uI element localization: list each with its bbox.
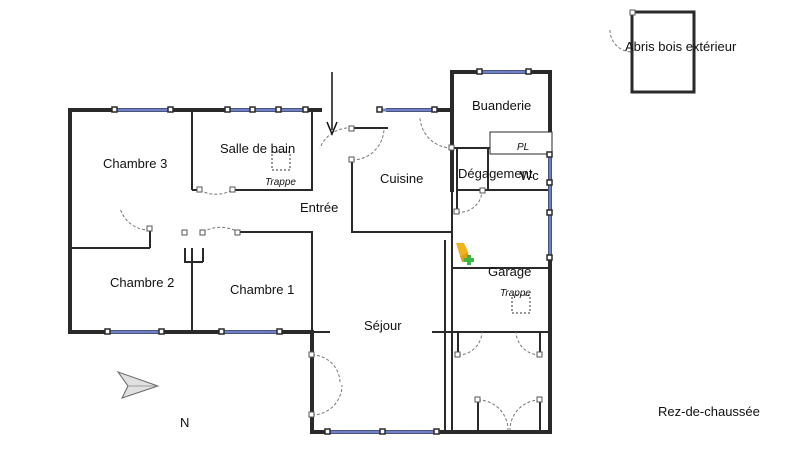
room-label-abris: Abris bois extérieur [625, 39, 737, 54]
exterior-walls [68, 70, 552, 434]
abris-hinge [629, 9, 636, 16]
abris-outline [630, 10, 696, 94]
level-label: Rez-de-chaussée [658, 404, 760, 419]
room-label-degagement: Dégagement [458, 166, 533, 181]
room-label-wc: Wc [520, 168, 539, 183]
room-label-salle-de-bain: Salle de bain [220, 141, 295, 156]
room-label-cuisine: Cuisine [380, 171, 423, 186]
room-label-buanderie: Buanderie [472, 98, 531, 113]
room-label-sejour: Séjour [364, 318, 402, 333]
trappe-sdb-hatch [271, 151, 291, 171]
pl-label: PL [517, 142, 529, 153]
trappe-sdb-label: Trappe [265, 177, 296, 188]
door-hinges [146, 125, 543, 418]
trappe-garage-hatch [511, 294, 531, 314]
room-label-chambre2: Chambre 2 [110, 275, 174, 290]
entrance-arrow-icon [326, 72, 338, 136]
windows [104, 68, 553, 435]
north-arrow-icon [116, 371, 160, 399]
room-label-chambre3: Chambre 3 [103, 156, 167, 171]
north-label: N [180, 415, 189, 430]
room-label-chambre1: Chambre 1 [230, 282, 294, 297]
interior-walls [70, 110, 553, 432]
trappe-garage-label: Trappe [500, 288, 531, 299]
room-label-garage: Garage [488, 264, 531, 279]
location-marker-icon [456, 243, 474, 265]
room-label-entree: Entrée [300, 200, 338, 215]
door-swings [119, 29, 633, 431]
